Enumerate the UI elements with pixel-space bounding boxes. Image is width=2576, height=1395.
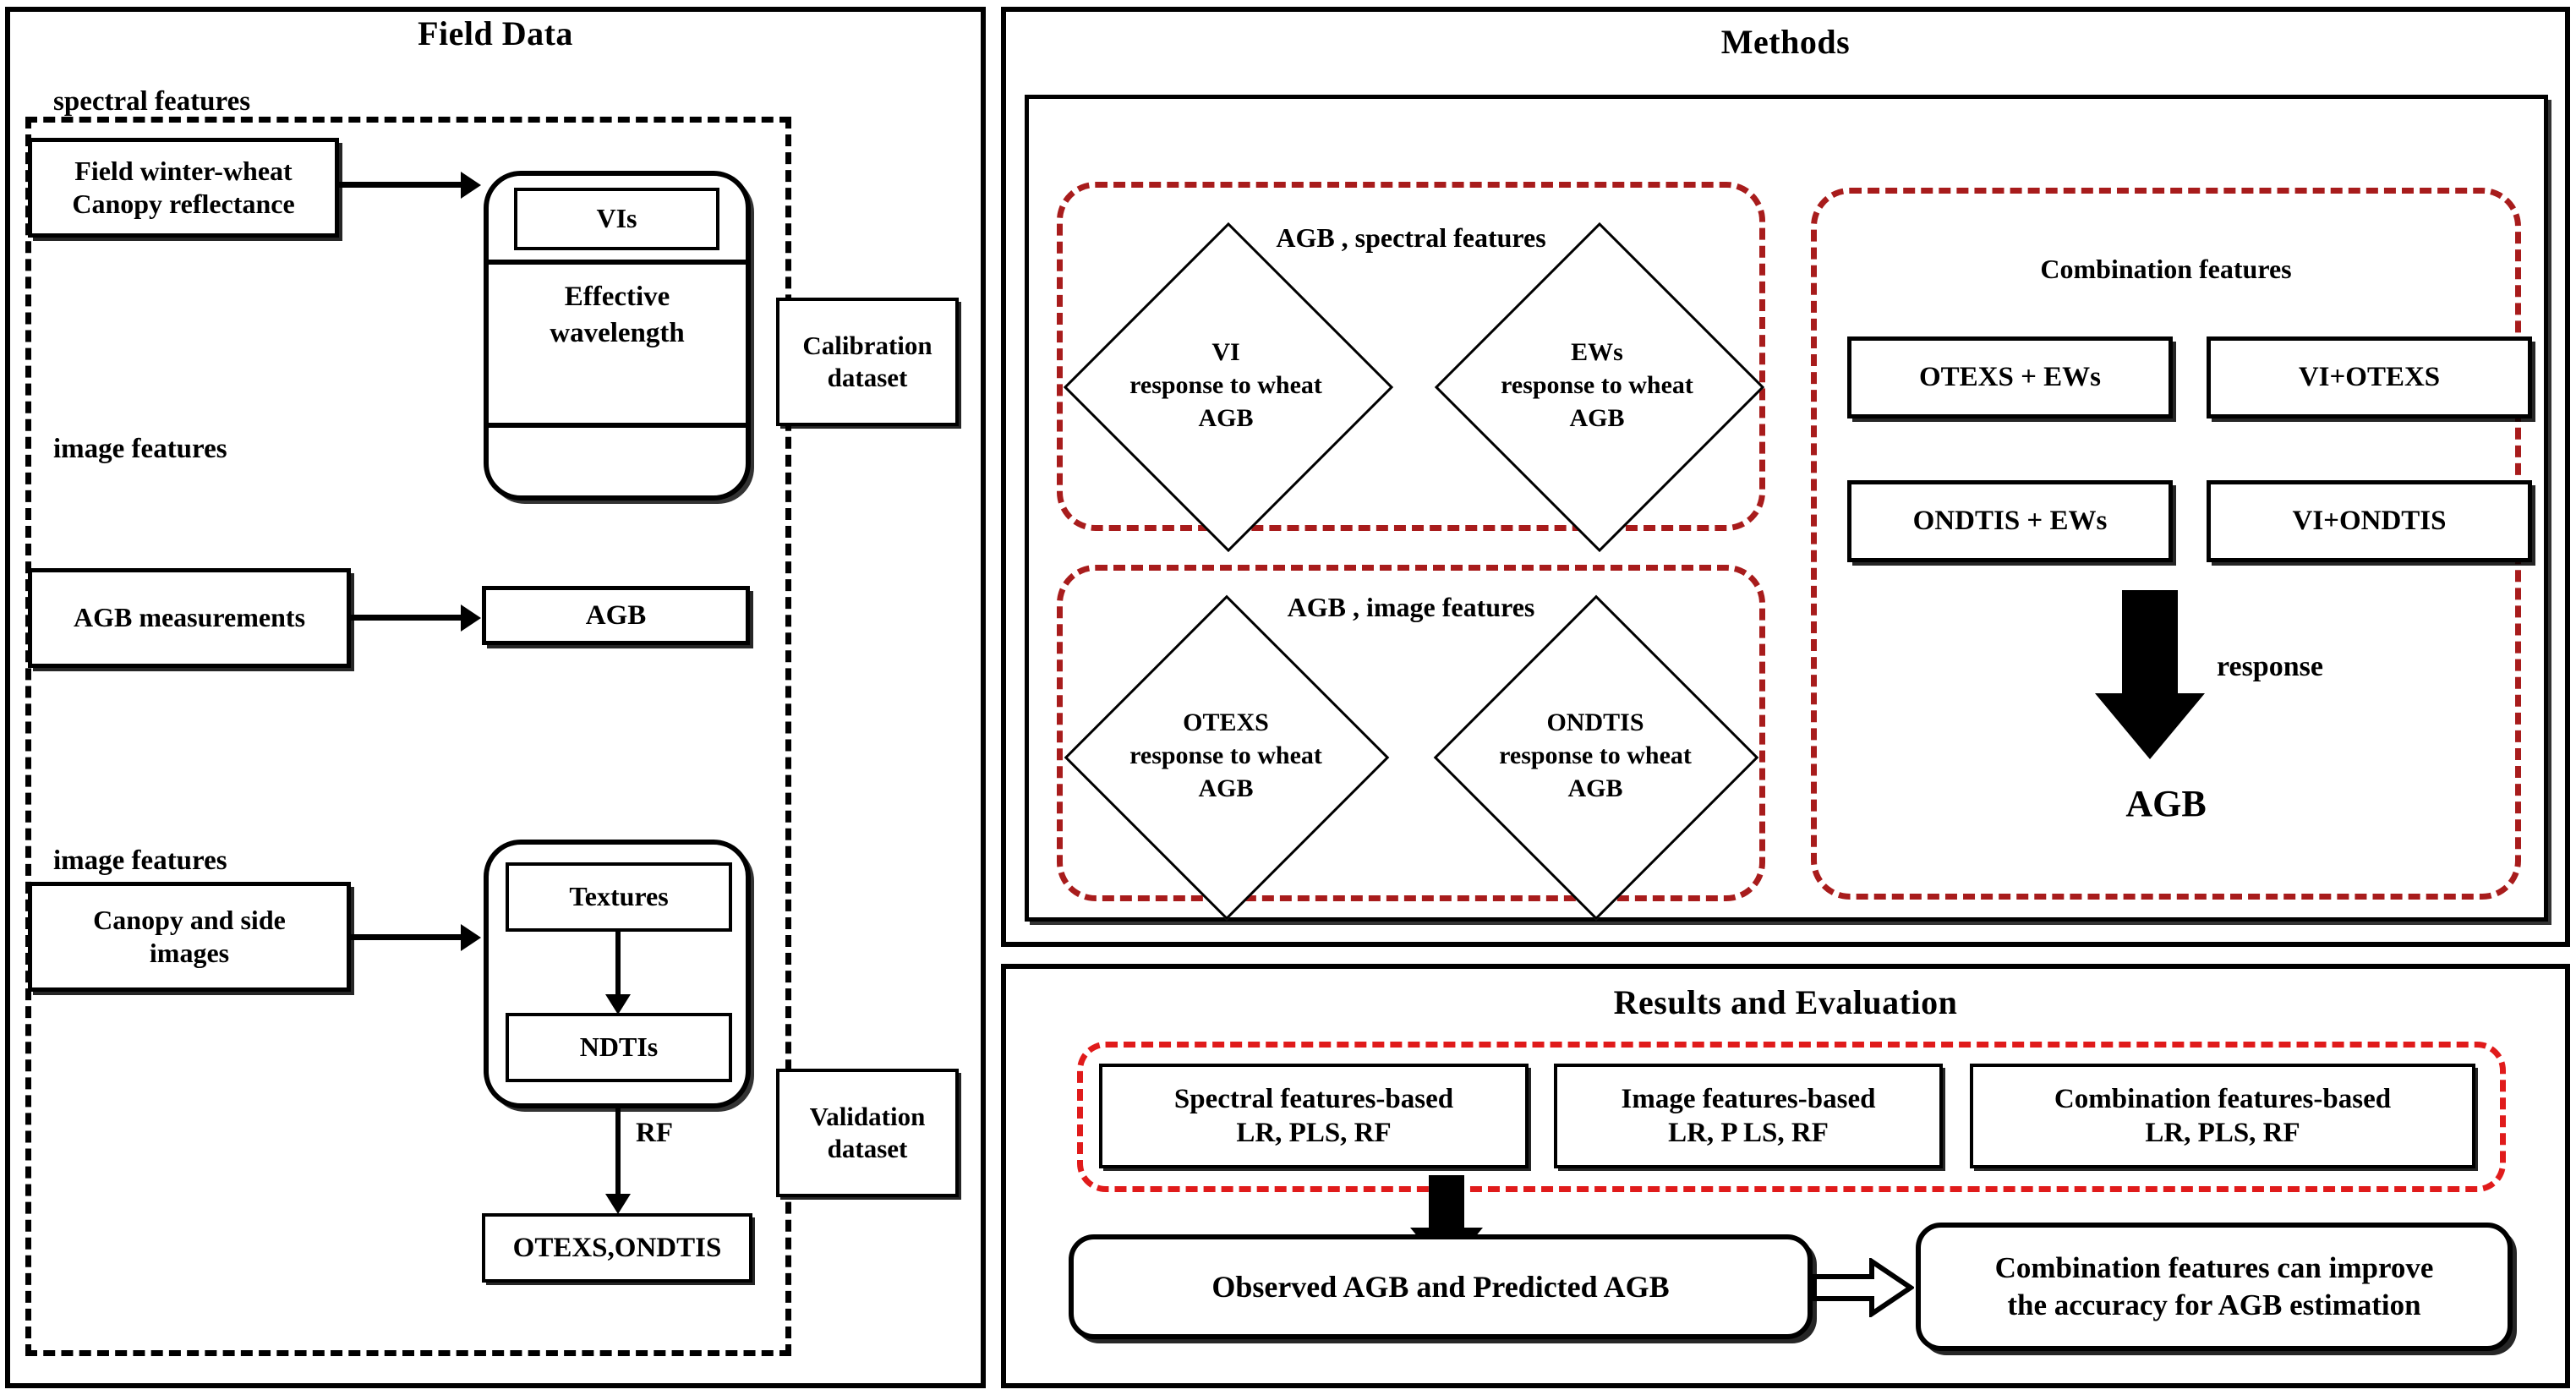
methods-image-dashed-region — [1057, 565, 1765, 901]
field-dashed-region — [25, 117, 791, 1356]
node-textures: Textures — [506, 862, 732, 932]
node-effective-wavelength: Effective wavelength — [550, 282, 685, 348]
node-image-features-based: Image features-based LR, P LS, RF — [1554, 1064, 1943, 1168]
node-vi-plus-ondtis: VI+ONDTIS — [2207, 480, 2532, 562]
node-canopy-side-images: Canopy and side images — [28, 882, 351, 992]
node-agb: AGB — [482, 586, 750, 645]
label-image-features-text: image features — [53, 845, 227, 876]
arrow-reflectance-to-spectral-icon — [461, 172, 481, 199]
node-otexs-ondtis: OTEXS,ONDTIS — [482, 1213, 752, 1283]
group-spectral-divider-bottom — [486, 423, 748, 428]
node-combination-features-based: Combination features-based LR, PLS, RF — [1970, 1064, 2475, 1168]
node-spectral-features-based: Spectral features-based LR, PLS, RF — [1099, 1064, 1529, 1168]
arrow-combination-to-agb-icon — [2095, 590, 2205, 759]
node-vis: VIs — [514, 188, 719, 250]
node-agb-measurements: AGB measurements — [28, 568, 351, 668]
connector-images-to-imagegroup — [351, 934, 462, 940]
arrow-images-to-imagegroup-icon — [461, 924, 481, 951]
results-dashed-region — [1077, 1042, 2506, 1192]
diamond-ews-title: EWs — [1571, 337, 1623, 366]
panel-results-title: Results and Evaluation — [1613, 983, 1958, 1021]
diamond-vi-title: VI — [1211, 337, 1240, 366]
diamond-ews-body: response to wheat AGB — [1501, 370, 1693, 432]
connector-textures-to-ndtis — [615, 932, 621, 1006]
node-vi-plus-otexs: VI+OTEXS — [2207, 336, 2532, 418]
diamond-vi-label: VI response to wheat AGB — [1074, 313, 1378, 457]
diamond-ondtis-title: ONDTIS — [1546, 708, 1644, 736]
methods-inner-frame — [1025, 95, 2548, 922]
caption-agb-spectral-features: AGB , spectral features — [1276, 222, 1546, 253]
group-spectral-divider-top — [486, 260, 748, 265]
node-canopy-reflectance: Field winter-wheat Canopy reflectance — [28, 138, 339, 238]
caption-agb-image-features: AGB , image features — [1287, 592, 1535, 622]
label-image-features: image features — [53, 434, 227, 464]
node-validation-dataset: Validation dataset — [776, 1069, 959, 1197]
label-spectral-features: spectral features — [53, 86, 251, 117]
diamond-otexs-title: OTEXS — [1183, 708, 1269, 736]
connector-imagegroup-to-otexs — [615, 1108, 621, 1208]
caption-combination-features: Combination features — [2040, 254, 2292, 284]
arrow-textures-to-ndtis-icon — [605, 994, 631, 1015]
diamond-otexs-body: response to wheat AGB — [1129, 741, 1322, 802]
node-ondtis-plus-ews: ONDTIS + EWs — [1847, 480, 2173, 562]
diamond-ews-label: EWs response to wheat AGB — [1445, 313, 1749, 457]
diamond-otexs-label: OTEXS response to wheat AGB — [1074, 683, 1378, 827]
node-ndtis: NDTIs — [506, 1013, 732, 1082]
connector-agbmeas-to-agb — [351, 615, 462, 621]
node-conclusion: Combination features can improve the acc… — [1916, 1223, 2513, 1351]
diamond-vi-body: response to wheat AGB — [1129, 370, 1322, 432]
connector-reflectance-to-spectral — [339, 182, 462, 188]
panel-field-data-title: Field Data — [418, 14, 573, 52]
arrow-agbmeas-to-agb-icon — [461, 604, 481, 632]
edge-label-rf: RF — [636, 1118, 673, 1148]
panel-methods-title: Methods — [1720, 23, 1851, 61]
node-otexs-plus-ews: OTEXS + EWs — [1847, 336, 2173, 418]
methods-spectral-dashed-region — [1057, 182, 1765, 531]
arrow-observed-to-conclusion-icon — [1812, 1256, 1916, 1319]
diamond-ondtis-label: ONDTIS response to wheat AGB — [1443, 683, 1747, 827]
arrow-imagegroup-to-otexs-icon — [605, 1194, 631, 1214]
node-methods-agb: AGB — [2125, 783, 2207, 824]
node-calibration-dataset: Calibration dataset — [776, 298, 959, 426]
diamond-ondtis-body: response to wheat AGB — [1499, 741, 1692, 802]
edge-label-response: response — [2217, 651, 2323, 682]
node-observed-predicted-agb: Observed AGB and Predicted AGB — [1069, 1234, 1813, 1339]
